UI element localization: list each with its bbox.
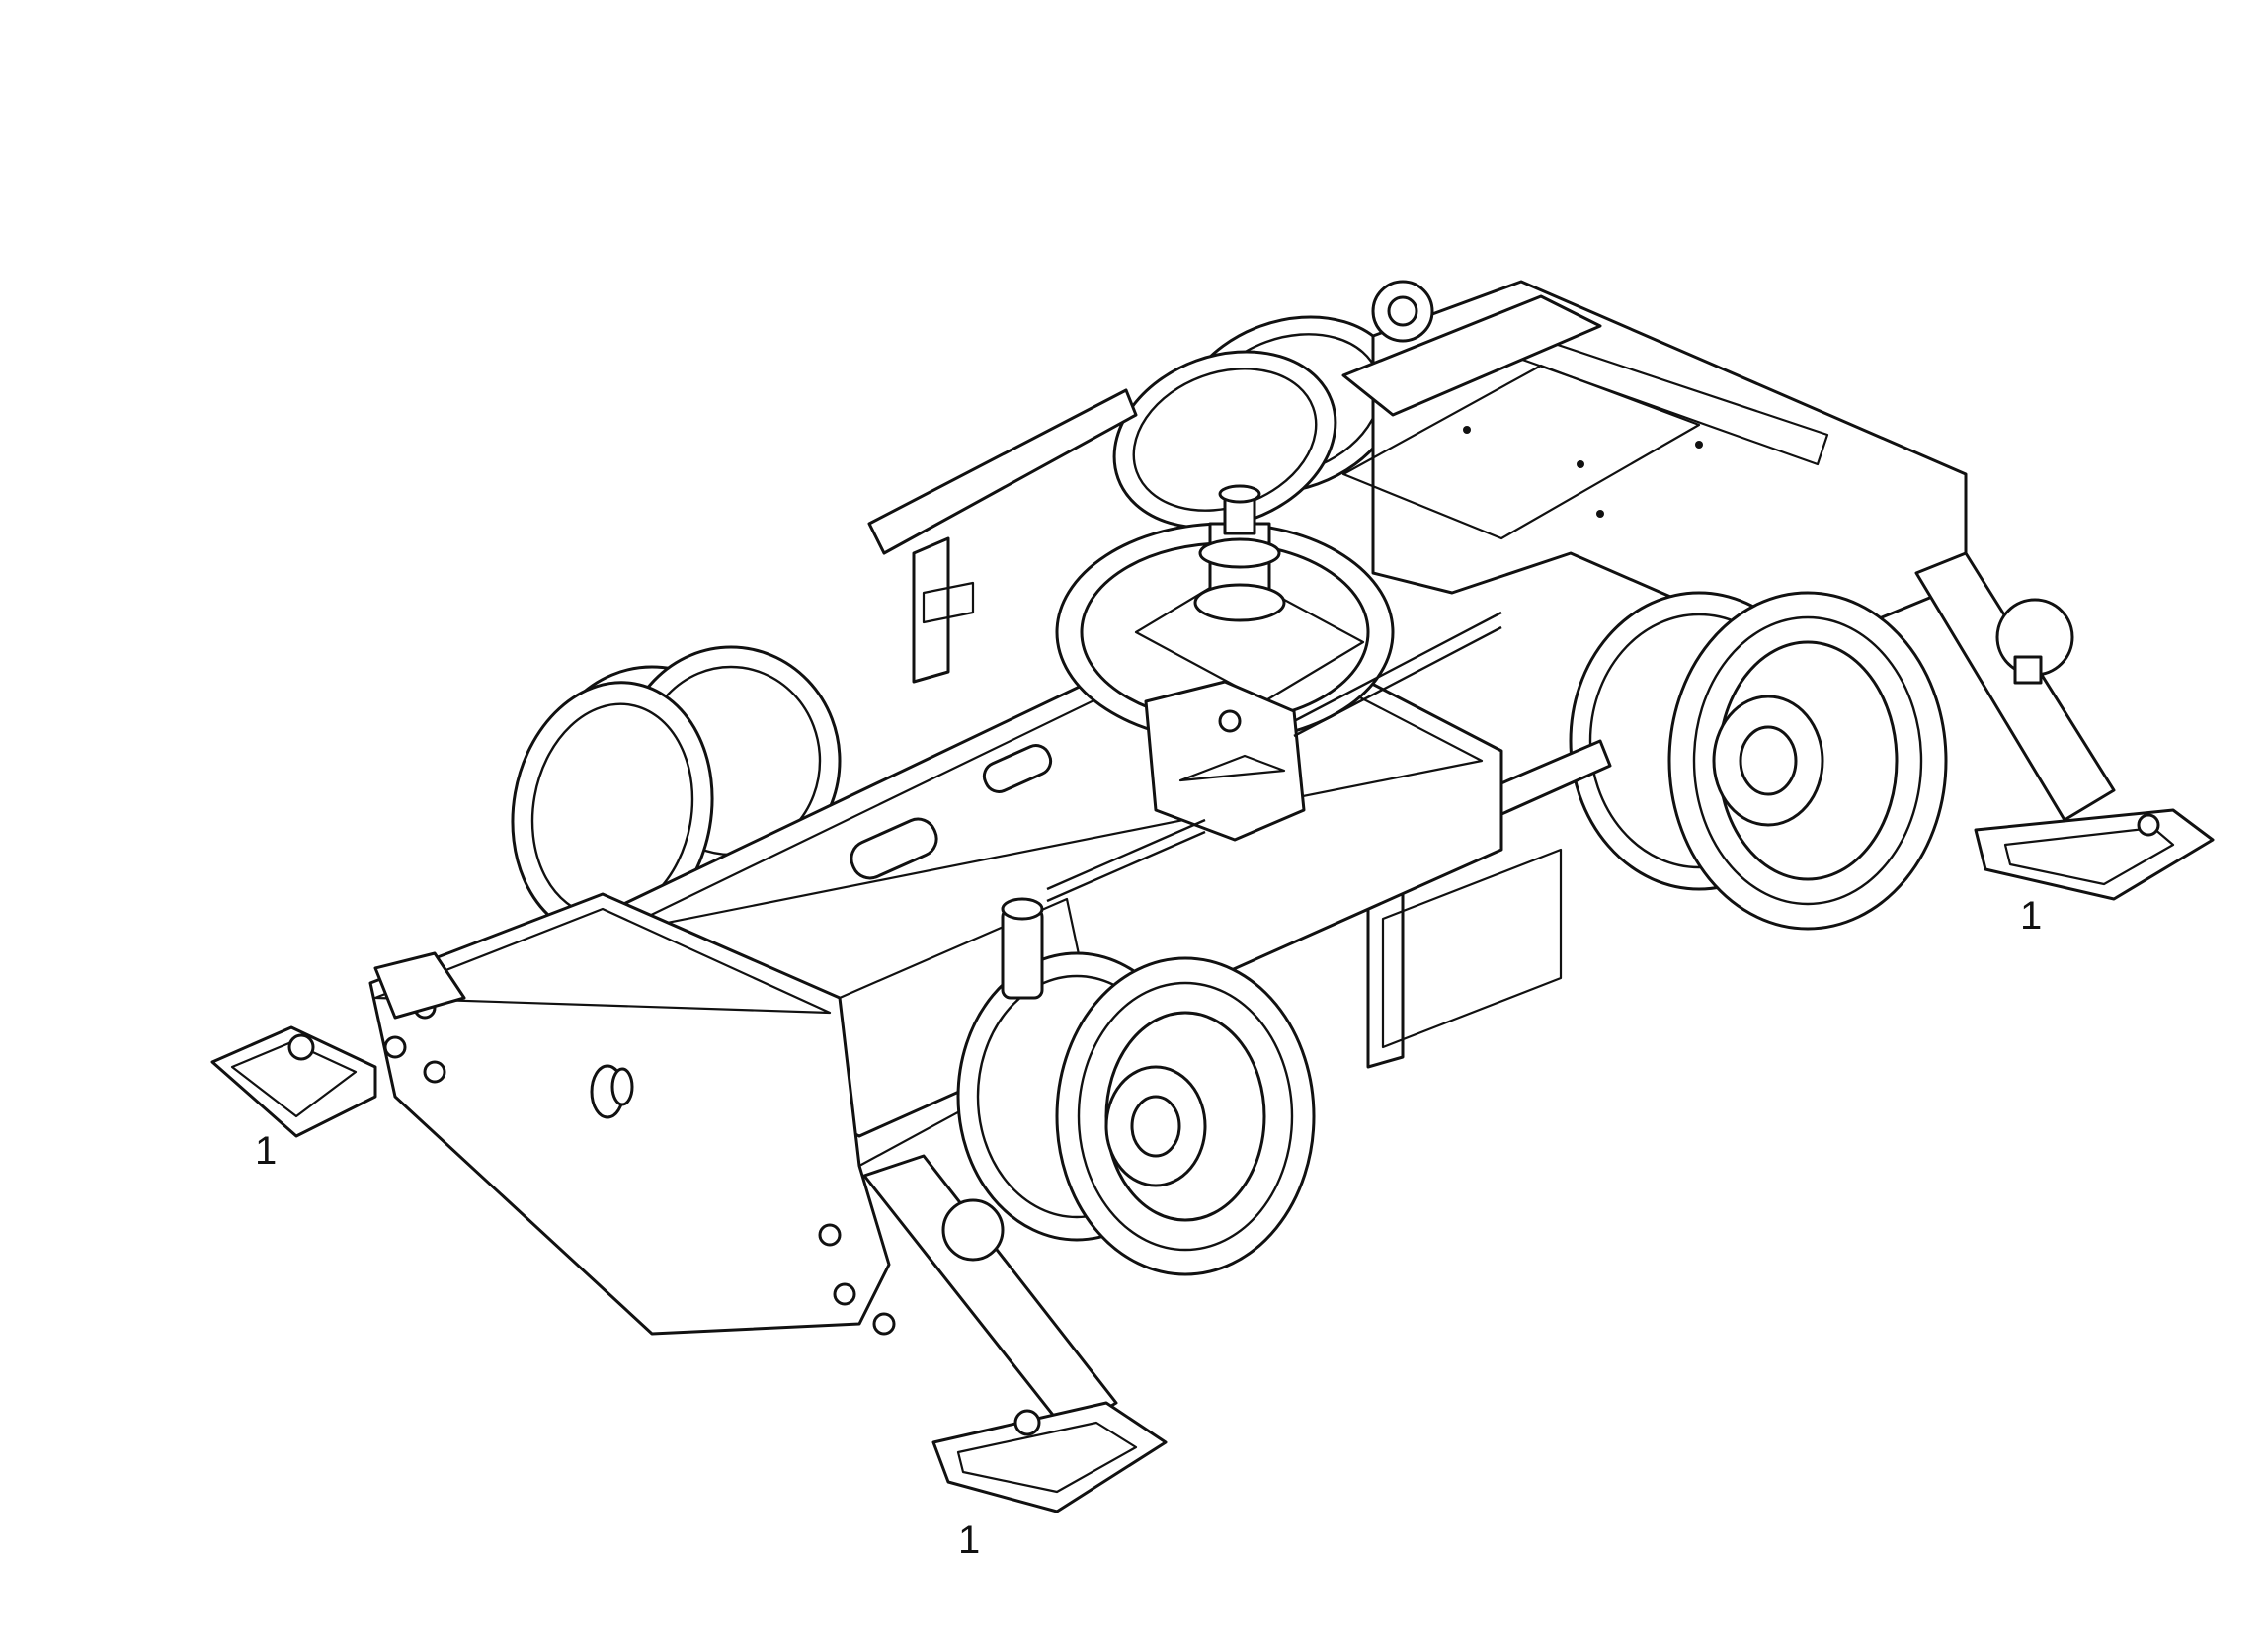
- callout-label: 1: [2020, 894, 2042, 938]
- transmission: [1144, 680, 1306, 842]
- callout-outrigger-front-right: 1: [958, 1518, 980, 1562]
- front-outrigger-left: [210, 951, 466, 1138]
- callout-outrigger-rear-right: 1: [2020, 894, 2042, 938]
- rear-outrigger-right: [1914, 551, 2215, 901]
- side-bracket-left: [867, 388, 1138, 684]
- callout-label: 1: [255, 1129, 277, 1173]
- steering-cylinder: [1001, 897, 1044, 1000]
- slewing-ring: [1055, 522, 1395, 743]
- callout-label: 1: [958, 1518, 980, 1562]
- front-right-wheel-pair: [956, 951, 1316, 1276]
- rotary-joint: [1193, 484, 1286, 622]
- rear-right-wheel-pair: [1569, 591, 1948, 931]
- drive-shaft: [1046, 611, 1502, 903]
- callout-outrigger-front-left: 1: [255, 1129, 277, 1173]
- rear-left-wheel-pair: [1112, 315, 1402, 530]
- front-left-outer-tyre: [511, 681, 714, 940]
- rear-cross-frame: [1341, 280, 1968, 654]
- front-outrigger-right: [862, 1154, 1168, 1513]
